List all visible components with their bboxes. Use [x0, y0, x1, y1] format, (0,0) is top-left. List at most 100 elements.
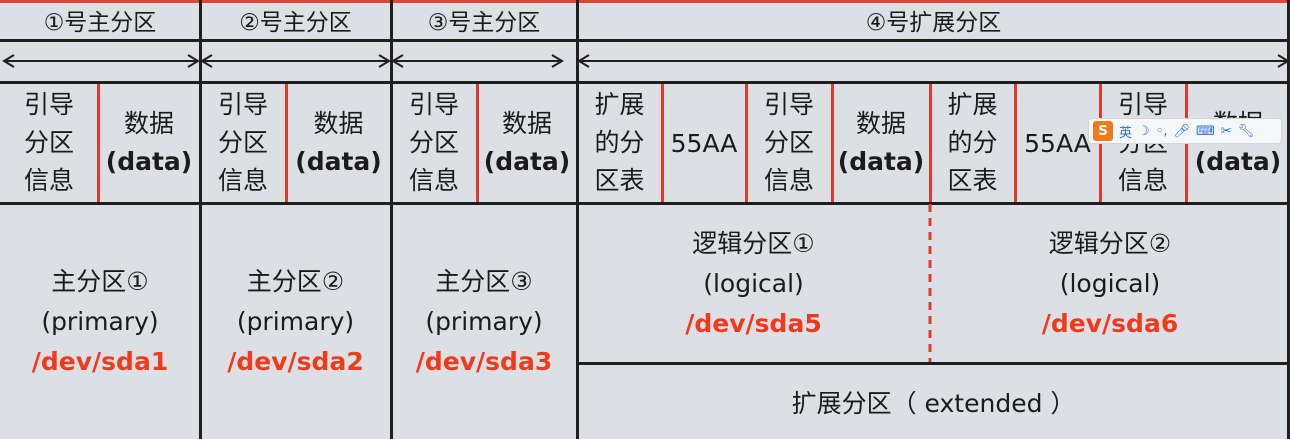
- primary-partition-1: 主分区① (primary) /dev/sda1: [0, 205, 200, 439]
- rule-v2: [390, 0, 393, 439]
- data-block-2: 数据 (data): [286, 83, 391, 203]
- primary-partition-2: 主分区② (primary) /dev/sda2: [200, 205, 391, 439]
- skin-icon[interactable]: ✂: [1220, 123, 1232, 139]
- boot-line: 引导: [1117, 90, 1168, 119]
- device-path: /dev/sda5: [685, 309, 822, 338]
- boot-info-5: 引导分区信息: [746, 83, 832, 203]
- primary-partition-3: 主分区③ (primary) /dev/sda3: [391, 205, 577, 439]
- rule-v1: [199, 0, 202, 439]
- logical-partition-1: 逻辑分区① (logical) /dev/sda5: [577, 205, 930, 363]
- device-path: /dev/sda1: [31, 347, 169, 376]
- rule-logical-bottom: [577, 362, 1290, 365]
- data-line: 数据: [855, 109, 906, 138]
- logical-divider: [928, 204, 932, 362]
- partition-name: 逻辑分区①: [692, 229, 815, 258]
- boot-line: 分区: [217, 128, 268, 157]
- ext-line: 区表: [594, 166, 645, 195]
- data-block-1: 数据 (data): [98, 83, 200, 203]
- device-path: /dev/sda6: [1041, 309, 1179, 338]
- keyboard-icon[interactable]: ⌨: [1196, 123, 1215, 139]
- data-line: (data): [105, 147, 193, 176]
- red-sep: [285, 84, 288, 202]
- red-sep: [929, 84, 932, 202]
- boot-line: 信息: [1117, 166, 1168, 195]
- extended-label: 扩展分区（ extended ）: [791, 389, 1076, 418]
- red-sep: [476, 84, 479, 202]
- partition-type: (logical): [703, 269, 804, 298]
- punctuation-icon[interactable]: ◦,: [1155, 123, 1168, 139]
- span-arrows: [2, 54, 1290, 68]
- partition-name: 逻辑分区②: [1048, 229, 1172, 258]
- rule-v4: [1287, 0, 1290, 439]
- partition-type: (logical): [1059, 269, 1161, 298]
- ext-line: 区表: [947, 166, 998, 195]
- ext-line: 扩展: [947, 90, 998, 119]
- boot-line: 信息: [763, 166, 814, 195]
- data-line: 数据: [501, 109, 552, 138]
- ime-toolbar[interactable]: S 英 ☽ ◦, 🎤︎ ⌨ ✂ 🔧︎: [1088, 118, 1282, 144]
- ime-mode-toggle[interactable]: 英: [1119, 125, 1133, 141]
- ext-table-1: 扩展的分区表: [577, 83, 662, 203]
- microphone-icon[interactable]: 🎤︎: [1173, 123, 1190, 139]
- boot-line: 引导: [408, 90, 459, 119]
- logical-partition-2: 逻辑分区② (logical) /dev/sda6: [930, 205, 1290, 363]
- header-label: ①号主分区: [43, 10, 157, 36]
- boot-line: 信息: [217, 166, 268, 195]
- boot-line: 引导: [23, 90, 74, 119]
- header-label: ③号主分区: [427, 10, 541, 36]
- rule-header-bottom: [0, 39, 1290, 42]
- boot-line: 引导: [217, 90, 268, 119]
- red-sep: [97, 84, 100, 202]
- partition-type: (primary): [236, 307, 355, 336]
- boot-info-2: 引导分区信息: [200, 83, 286, 203]
- extended-partition-bar: 扩展分区（ extended ）: [577, 365, 1290, 439]
- partition-name: 主分区①: [51, 267, 149, 296]
- rule-detail-bottom: [0, 202, 1290, 205]
- partition-name: 主分区③: [435, 267, 533, 296]
- boot-line: 引导: [763, 90, 814, 119]
- red-sep: [661, 84, 664, 202]
- device-path: /dev/sda3: [415, 347, 553, 376]
- boot-line: 分区: [23, 128, 74, 157]
- top-red-line: [0, 0, 1290, 3]
- data-line: (data): [295, 147, 382, 176]
- sogou-logo-icon[interactable]: S: [1093, 121, 1113, 141]
- red-sep: [745, 84, 748, 202]
- wrench-icon[interactable]: 🔧︎: [1237, 123, 1255, 139]
- rule-v3: [576, 0, 579, 439]
- data-block-5: 数据 (data): [832, 83, 930, 203]
- partition-name: 主分区②: [246, 267, 345, 296]
- header-primary-2: ②号主分区: [200, 0, 391, 40]
- header-label: ④号扩展分区: [865, 10, 1002, 36]
- boot-info-1: 引导分区信息: [0, 83, 98, 203]
- data-block-3: 数据 (data): [477, 83, 577, 203]
- ext-line: 扩展: [594, 90, 645, 119]
- boot-line: 分区: [408, 128, 459, 157]
- boot-line: 信息: [23, 166, 74, 195]
- header-primary-1: ①号主分区: [0, 0, 200, 40]
- red-sep: [831, 84, 834, 202]
- data-line: (data): [837, 147, 925, 176]
- header-primary-3: ③号主分区: [391, 0, 577, 40]
- data-line: 数据: [313, 109, 364, 138]
- ext-table-2: 扩展的分区表: [930, 83, 1015, 203]
- header-label: ②号主分区: [239, 10, 352, 36]
- partition-type: (primary): [425, 307, 543, 336]
- boot-line: 信息: [408, 166, 459, 195]
- ext-line: 的分: [947, 128, 998, 157]
- moon-icon[interactable]: ☽: [1138, 123, 1150, 139]
- partition-type: (primary): [41, 307, 159, 336]
- boot-info-3: 引导分区信息: [391, 83, 477, 203]
- boot-line: 分区: [763, 128, 814, 157]
- rule-arrow-bottom: [0, 81, 1290, 84]
- magic-55aa-1: 55AA: [662, 83, 746, 203]
- ext-line: 的分: [594, 128, 645, 157]
- data-line: 数据: [123, 109, 174, 138]
- red-sep: [1014, 84, 1017, 202]
- magic-label: 55AA: [1024, 128, 1091, 158]
- device-path: /dev/sda2: [227, 347, 364, 376]
- data-line: (data): [483, 147, 571, 176]
- magic-55aa-2: 55AA: [1015, 83, 1100, 203]
- header-extended-4: ④号扩展分区: [577, 0, 1290, 40]
